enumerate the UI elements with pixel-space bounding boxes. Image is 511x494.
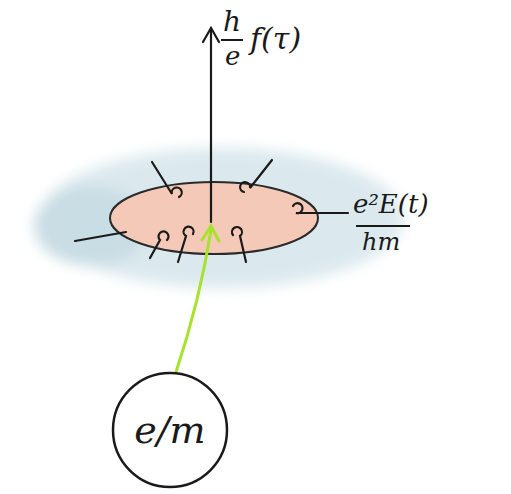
- flux-hook: [240, 160, 272, 192]
- node-text: e/m: [134, 411, 205, 449]
- flux-hook: [178, 227, 194, 262]
- fraction-bar: [356, 225, 410, 227]
- formula-label: hm: [362, 230, 400, 254]
- fraction-bar: [221, 39, 243, 41]
- arrow-shaft: [210, 30, 212, 222]
- green-arrow: [176, 226, 219, 372]
- formula-label: e²E(t): [353, 191, 429, 217]
- circle-shape: [113, 373, 227, 487]
- arrow-head: [203, 28, 219, 42]
- formula-label: h: [223, 8, 241, 36]
- disk: [110, 182, 318, 254]
- circle-node: e/m: [111, 371, 229, 489]
- field-arrow: [293, 203, 348, 213]
- flux-line: [75, 232, 126, 241]
- formula-label: e: [225, 43, 240, 69]
- up-arrow: [203, 28, 219, 222]
- arrow-head: [202, 226, 219, 241]
- circle-content: e/m: [111, 371, 229, 489]
- formula-label: f(τ): [250, 24, 301, 54]
- halo: [34, 148, 404, 288]
- flux-hook: [150, 231, 169, 258]
- flux-hook: [152, 162, 182, 197]
- arrow-shaft: [176, 230, 211, 372]
- flux-hook: [232, 227, 246, 262]
